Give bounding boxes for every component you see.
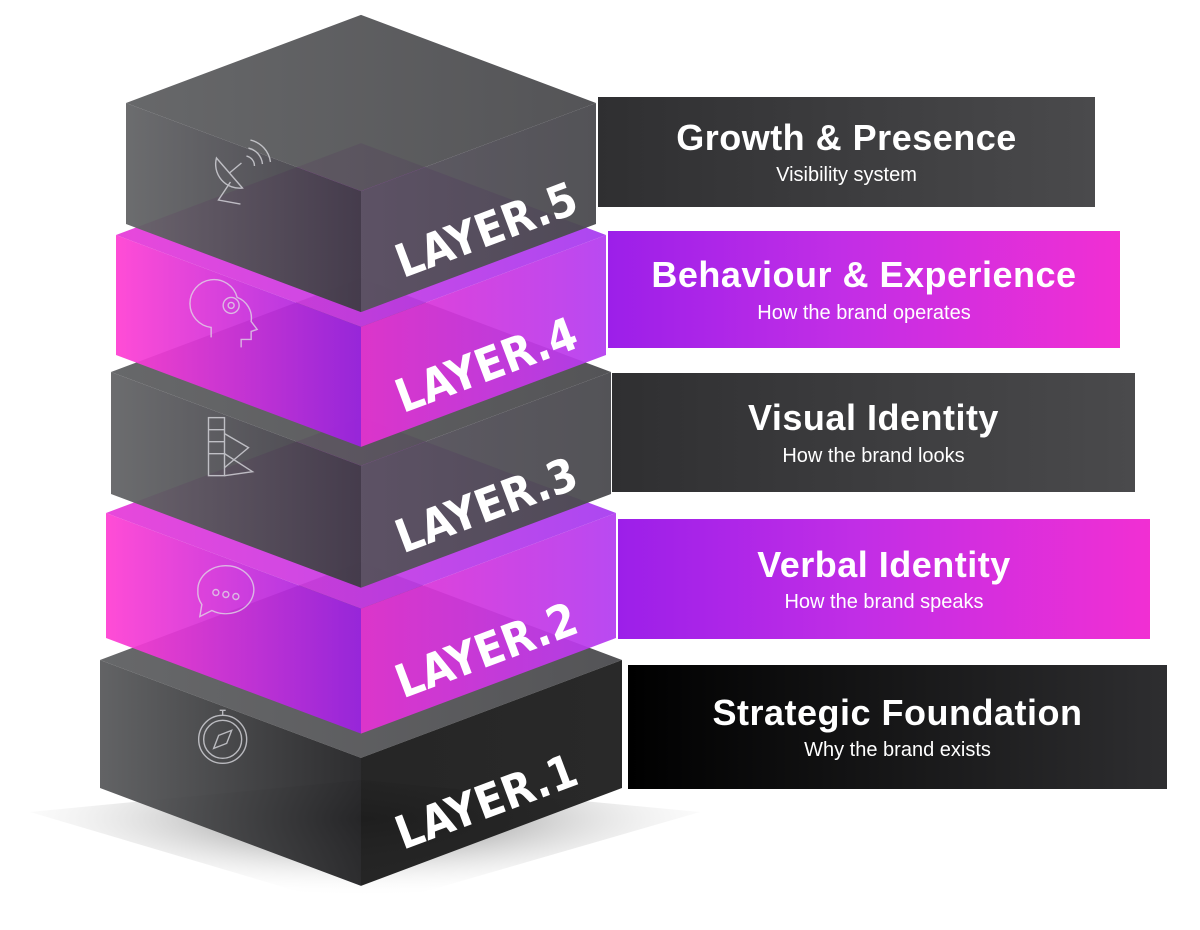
- layer-1-subtitle: Why the brand exists: [804, 739, 991, 762]
- layer-4-right-face: [361, 235, 606, 447]
- layer-1-left-face: [100, 660, 361, 886]
- layer-5-left-face: [126, 103, 361, 313]
- layer-2-title: Verbal Identity: [757, 543, 1011, 585]
- layer-5-title: Growth & Presence: [676, 116, 1017, 158]
- layer-4-subtitle: How the brand operates: [757, 301, 971, 324]
- layer-3-title: Visual Identity: [748, 397, 999, 439]
- color-swatch-icon: [207, 416, 255, 477]
- layer-5-subtitle: Visibility system: [776, 164, 917, 187]
- compass-icon: [197, 709, 248, 765]
- layer-3-right-face: [361, 372, 611, 588]
- speech-bubble-icon: [197, 565, 255, 618]
- head-gear-icon: [189, 278, 259, 348]
- layer-2-right-face: [361, 513, 616, 734]
- layer-4-title: Behaviour & Experience: [651, 254, 1077, 296]
- layer-5-right-face: [361, 103, 596, 313]
- layer-1-right-face: [361, 660, 622, 886]
- layer-3-subtitle: How the brand looks: [782, 444, 965, 467]
- layer-3-left-face: [111, 372, 361, 588]
- satellite-dish-icon: [214, 139, 272, 205]
- layer-2-left-face: [106, 513, 361, 734]
- layer-4-left-face: [116, 235, 361, 447]
- layer-1-title: Strategic Foundation: [712, 691, 1083, 733]
- layer-2-subtitle: How the brand speaks: [784, 591, 984, 614]
